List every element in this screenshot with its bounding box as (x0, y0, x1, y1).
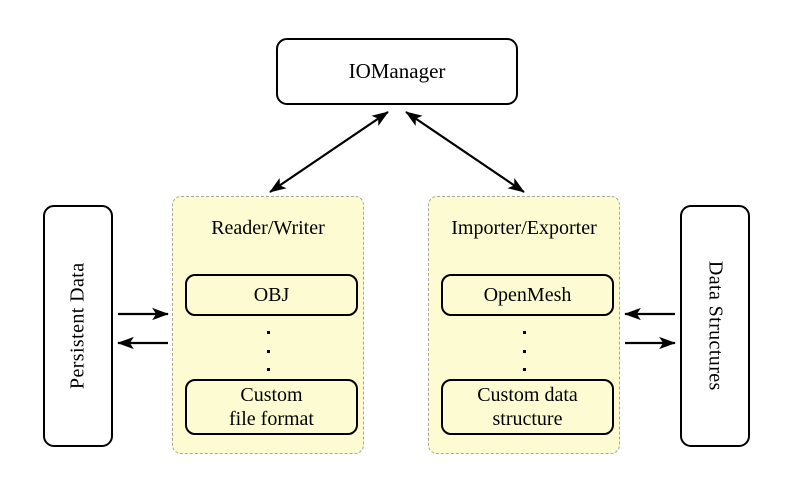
item-custom-file-format-label: Custom file format (229, 383, 314, 432)
ellipsis-dot (266, 331, 270, 334)
ellipsis-importer-exporter (429, 331, 619, 371)
ellipsis-dot (522, 331, 526, 334)
node-persistent-data-label: Persistent Data (66, 262, 89, 390)
group-importer-exporter[interactable]: Importer/Exporter OpenMesh Custom data s… (428, 196, 620, 454)
node-iomanager[interactable]: IOManager (276, 38, 518, 105)
item-custom-data-structure-line2: structure (492, 408, 563, 430)
item-custom-data-structure-label: Custom data structure (477, 383, 578, 432)
arrow-manager-to-reader-writer (269, 111, 389, 193)
ellipsis-dot (266, 368, 270, 371)
node-iomanager-label: IOManager (348, 59, 446, 84)
node-data-structures[interactable]: Data Structures (680, 205, 750, 447)
arrow-manager-to-importer-exporter (405, 111, 525, 193)
group-reader-writer-title: Reader/Writer (211, 217, 325, 239)
item-custom-file-format[interactable]: Custom file format (185, 379, 358, 435)
node-data-structures-label: Data Structures (704, 261, 727, 391)
item-obj[interactable]: OBJ (185, 274, 358, 316)
node-persistent-data[interactable]: Persistent Data (43, 205, 113, 447)
item-obj-label: OBJ (253, 283, 290, 306)
item-custom-file-format-line2: file format (229, 408, 314, 430)
item-custom-data-structure-line1: Custom data (477, 383, 578, 406)
ellipsis-dot (266, 349, 270, 353)
item-custom-file-format-line1: Custom (240, 383, 303, 406)
item-custom-data-structure[interactable]: Custom data structure (441, 379, 614, 435)
item-openmesh-label: OpenMesh (483, 283, 572, 306)
ellipsis-dot (522, 349, 526, 353)
ellipsis-reader-writer (173, 331, 363, 371)
ellipsis-dot (522, 368, 526, 371)
group-reader-writer[interactable]: Reader/Writer OBJ Custom file format (172, 196, 364, 454)
group-importer-exporter-title: Importer/Exporter (451, 217, 597, 239)
item-openmesh[interactable]: OpenMesh (441, 274, 614, 316)
